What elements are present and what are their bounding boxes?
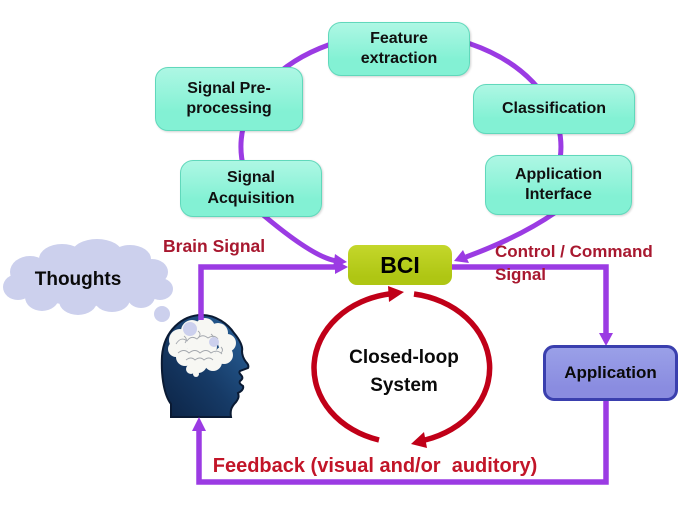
brain-signal-label: Brain Signal <box>163 236 266 256</box>
pipeline-to-bci-left-arc <box>260 212 338 264</box>
brain-signal-arrow <box>198 264 338 320</box>
brain-signal-arrowhead-icon <box>335 260 348 274</box>
stage-box-signal-acquisition: Signal Acquisition <box>180 160 322 217</box>
stage-box-application-interface: Application Interface <box>485 155 632 215</box>
pipeline-to-bci-right-arc <box>465 209 558 260</box>
closed-loop-cycle <box>311 286 493 448</box>
thought-trail-bubble <box>154 306 170 322</box>
application-node: Application <box>543 345 678 401</box>
bci-node: BCI <box>348 245 452 285</box>
control-command-signal-label: Control / Command Signal <box>495 242 653 284</box>
feedback-label: Feedback (visual and/or auditory) <box>212 455 538 477</box>
brain-icon <box>168 318 236 377</box>
closed-loop-left-arc <box>311 291 390 443</box>
closed-loop-right-arc <box>413 291 493 443</box>
stage-box-signal-preprocessing: Signal Pre- processing <box>155 67 303 131</box>
closed-loop-bottom-arrowhead-icon <box>411 432 427 448</box>
thought-cloud-icon <box>3 239 173 322</box>
stage-box-classification: Classification <box>473 84 635 134</box>
closed-loop-top-arrowhead-icon <box>388 286 404 302</box>
head-silhouette-icon <box>160 313 250 418</box>
feedback-arrow <box>196 396 609 485</box>
thoughts-label: Thoughts <box>34 269 122 290</box>
stage-box-feature-extraction: Feature extraction <box>328 22 470 76</box>
feedback-arrowhead-icon <box>192 417 206 431</box>
control-command-arrow <box>452 264 609 336</box>
control-command-arrowhead-icon <box>599 333 613 346</box>
pipeline-right-arrowhead-icon <box>454 250 469 263</box>
closed-loop-system-label: Closed-loop System <box>349 347 459 396</box>
